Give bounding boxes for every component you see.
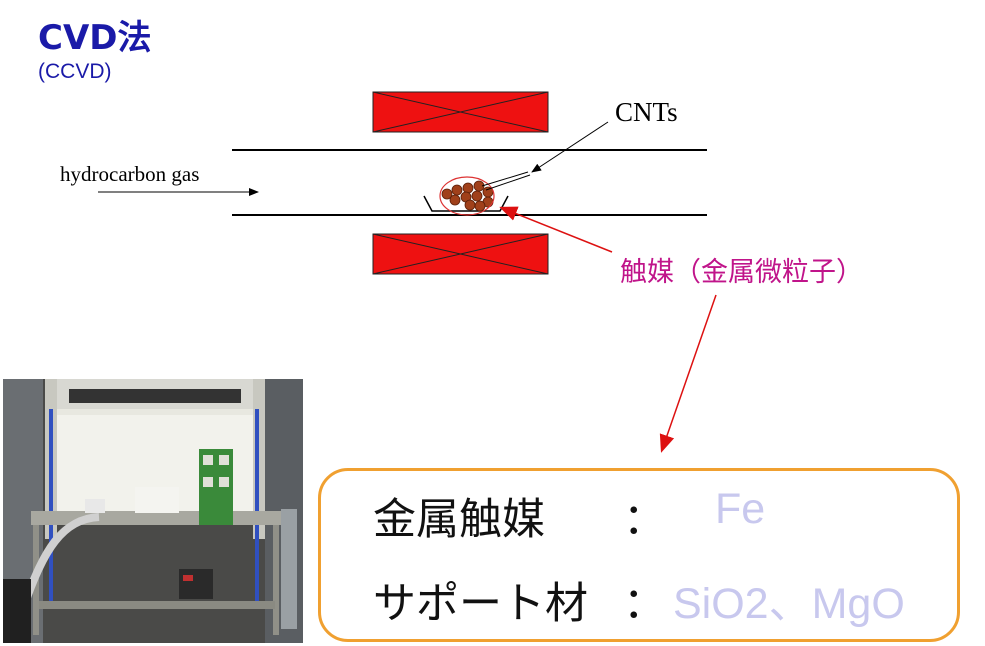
metal-catalyst-separator: ：: [623, 495, 666, 545]
catalyst-particles: [441, 180, 494, 212]
sample-boat: [423, 195, 509, 212]
metal-catalyst-key: 金属触媒: [373, 495, 545, 545]
heater-top: [372, 91, 549, 133]
lab-photo-drawing: [3, 379, 303, 643]
support-material-row: サポート材 ： SiO2、MgO: [373, 569, 905, 631]
catalyst-label: 触媒（金属微粒子）: [620, 257, 863, 288]
page-subtitle: (CCVD): [38, 60, 112, 83]
catalyst-info-box: 金属触媒 ： Fe サポート材 ： SiO2、MgO: [318, 468, 960, 642]
metal-catalyst-row: 金属触媒 ： Fe: [373, 485, 765, 547]
heater-bottom: [372, 233, 549, 275]
support-material-key: サポート材: [373, 579, 588, 629]
catalyst-highlight: [439, 176, 495, 216]
detail-arrow: [659, 294, 717, 453]
cnts-pointer: [481, 121, 609, 191]
cnts-label: CNTs: [615, 97, 678, 127]
page-title: CVD法: [38, 18, 152, 58]
catalyst-arrow: [499, 206, 613, 253]
lab-equipment-photo: [3, 379, 303, 643]
metal-catalyst-value: Fe: [715, 485, 766, 533]
support-material-value: SiO2、MgO: [673, 580, 905, 628]
gas-label: hydrocarbon gas: [60, 162, 199, 186]
support-material-separator: ：: [623, 579, 666, 629]
